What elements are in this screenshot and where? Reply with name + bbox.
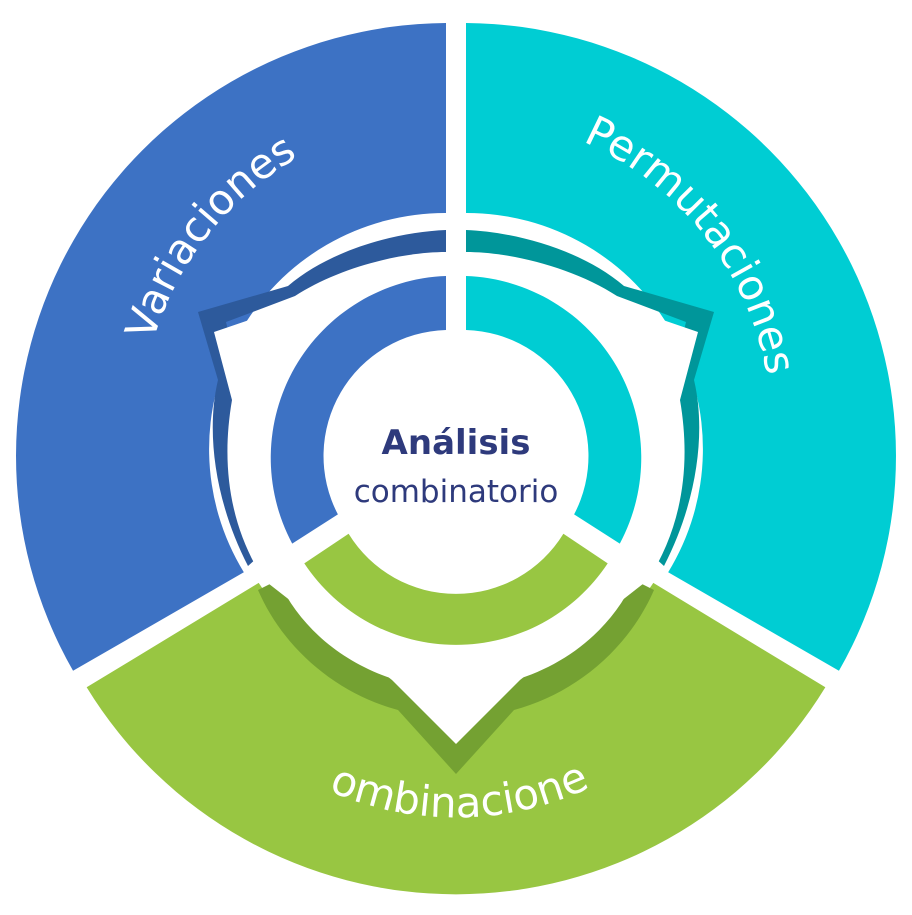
inner-segment-variaciones[interactable] — [270, 276, 446, 544]
inner-segment-permutaciones[interactable] — [466, 276, 642, 544]
outer-ring — [16, 23, 896, 895]
inner-shadow-bands — [198, 230, 714, 774]
center-circle — [344, 346, 568, 570]
inner-ring — [270, 276, 642, 645]
center-title: Análisis — [382, 423, 531, 463]
center-subtitle: combinatorio — [354, 474, 559, 510]
shadow-band-combinaciones — [258, 580, 654, 774]
inner-segment-combinaciones[interactable] — [304, 533, 608, 645]
